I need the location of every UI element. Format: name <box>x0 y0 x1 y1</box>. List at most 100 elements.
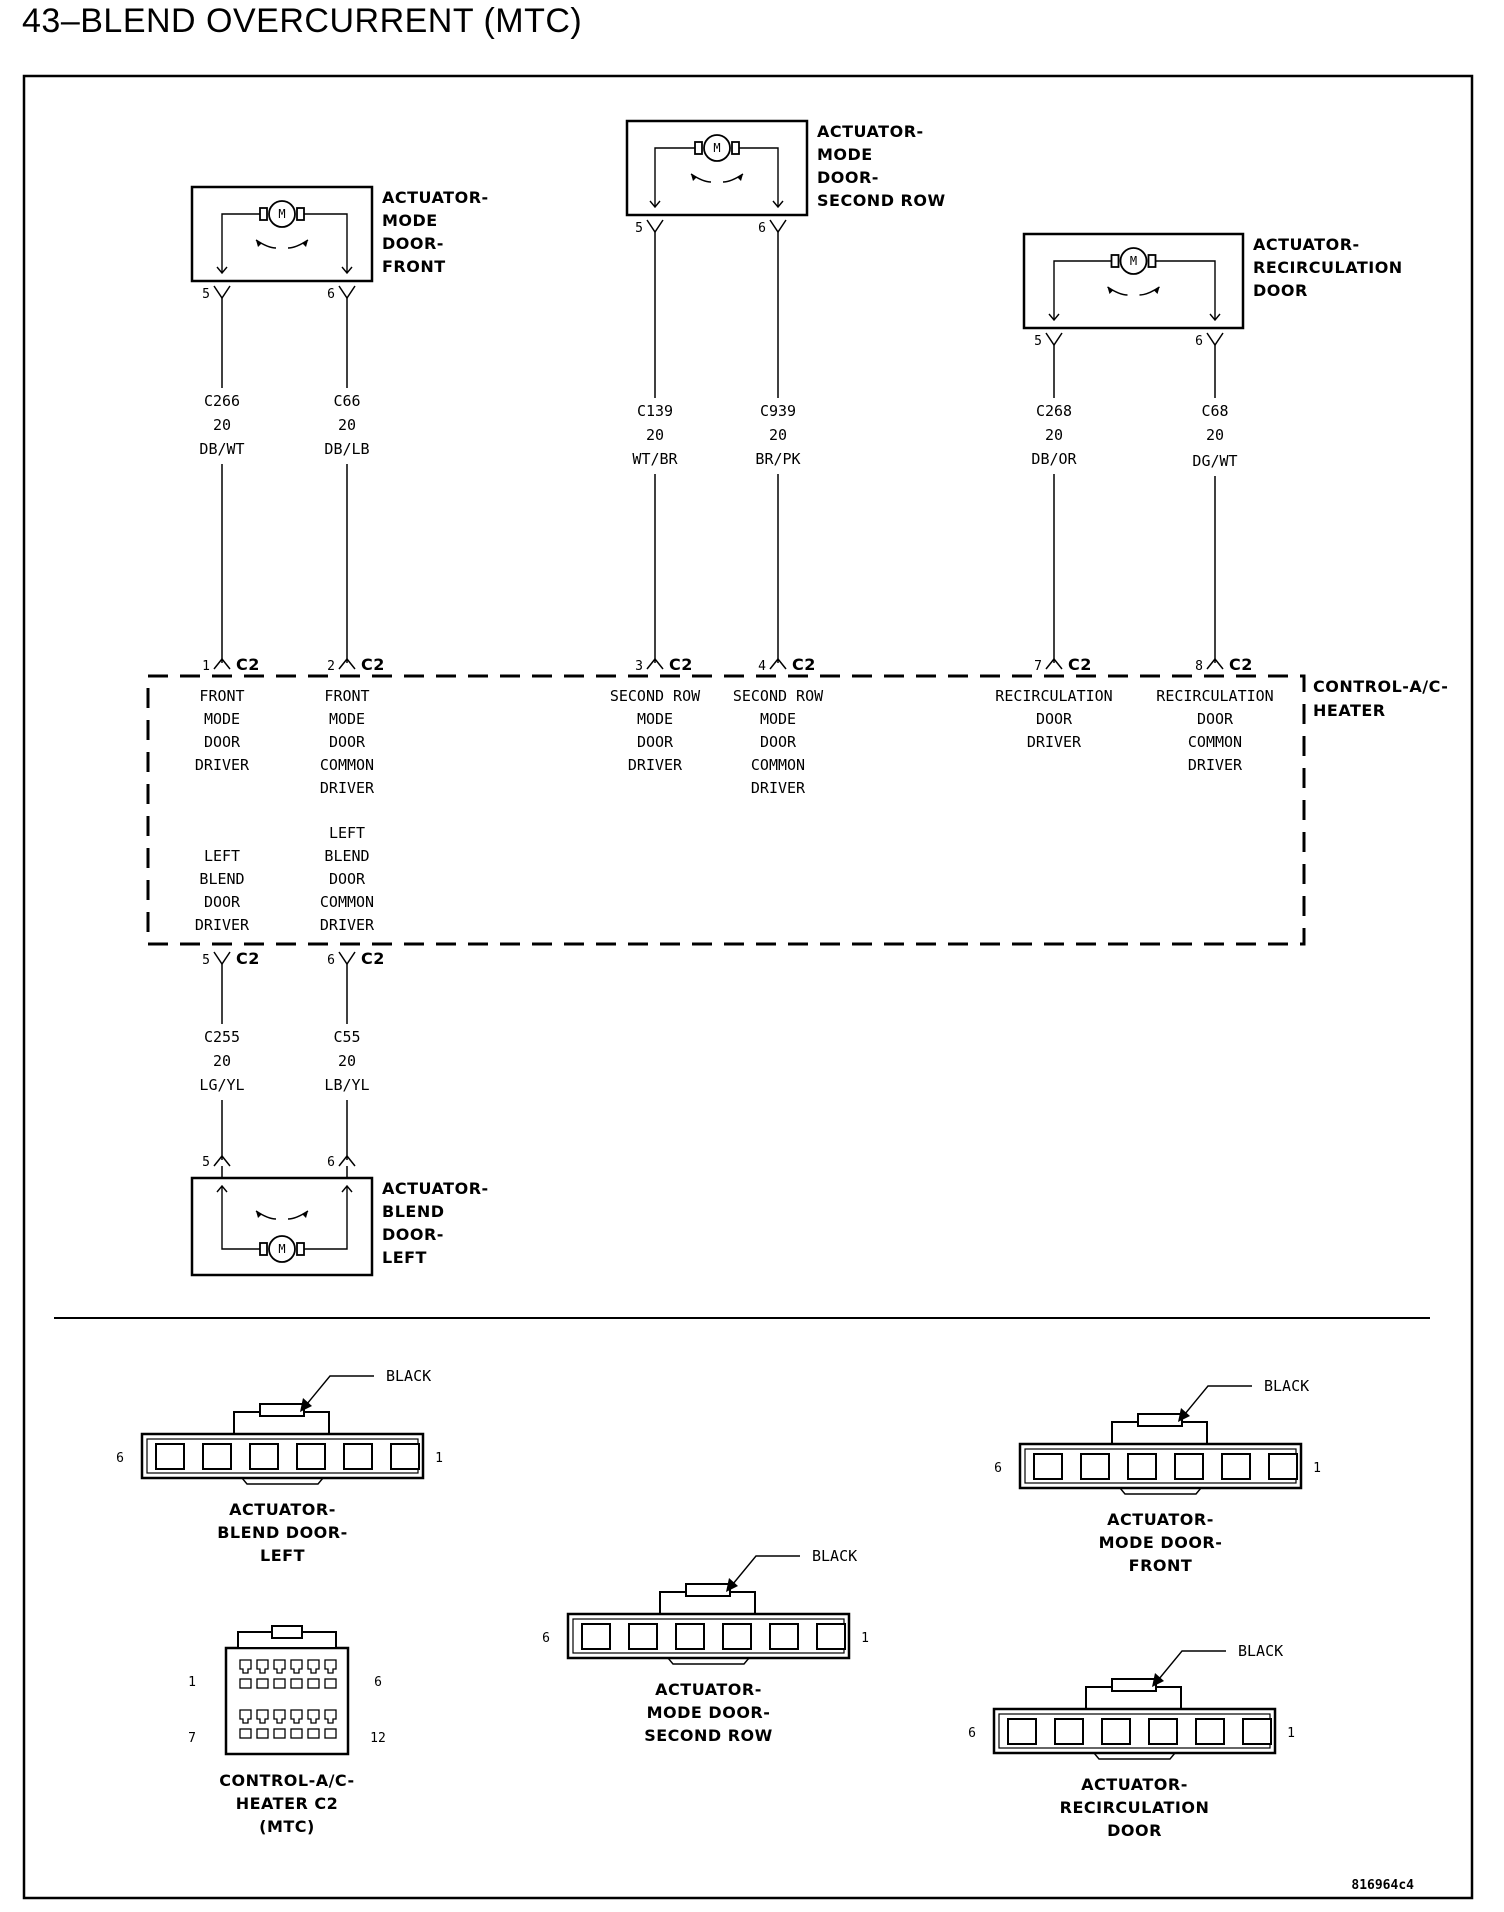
function-line: DOOR <box>637 733 674 751</box>
function-line: DOOR <box>329 870 366 888</box>
actuator-label: ACTUATOR- <box>382 1179 489 1198</box>
function-line: FRONT <box>199 687 244 705</box>
arrowhead-icon <box>737 174 743 181</box>
callout-arrow-icon <box>300 1398 312 1412</box>
motor-icon <box>1119 247 1148 275</box>
cavity <box>1080 1453 1110 1480</box>
lead-arrow-icon <box>649 200 661 209</box>
connector-caret-icon <box>1206 657 1224 670</box>
pin-number: 3 <box>635 659 643 674</box>
motor-brush <box>296 1242 305 1256</box>
connector-caption: ACTUATOR- <box>1081 1775 1188 1794</box>
cavity <box>273 1728 286 1739</box>
terminal-latch <box>273 1709 286 1724</box>
function-line: DOOR <box>1036 710 1073 728</box>
pin-number: 4 <box>758 659 766 674</box>
cavity <box>202 1443 232 1470</box>
lead-arrow-icon <box>216 266 228 275</box>
connector-caption: ACTUATOR- <box>1107 1510 1214 1529</box>
pin-number: 8 <box>1195 659 1203 674</box>
actuator-label: MODE <box>817 145 873 164</box>
terminal-latch <box>256 1709 269 1724</box>
actuator-label: ACTUATOR- <box>1253 235 1360 254</box>
wire-color: DB/WT <box>199 440 244 458</box>
cavity <box>324 1678 337 1689</box>
cavity <box>628 1623 658 1650</box>
connector-c2-label: C2 <box>1068 655 1092 674</box>
motor-icon <box>268 1235 296 1263</box>
function-line: MODE <box>329 710 365 728</box>
actuator-label: ACTUATOR- <box>382 188 489 207</box>
pin-number: 5 <box>1034 334 1042 349</box>
actuator-label: LEFT <box>382 1248 427 1267</box>
pin-number: 6 <box>1195 334 1203 349</box>
actuator-label: BLEND <box>382 1202 445 1221</box>
arrowhead-icon <box>691 174 697 181</box>
pin-number: 1 <box>435 1451 443 1466</box>
pin-number: 1 <box>1287 1726 1295 1741</box>
pin-number: 6 <box>994 1461 1002 1476</box>
circuit-number: C268 <box>1036 402 1072 420</box>
cavity <box>722 1623 752 1650</box>
connector-fork-icon <box>1045 332 1063 347</box>
connector-caret-icon <box>338 657 356 670</box>
motor-lead <box>221 1186 260 1250</box>
function-line: DRIVER <box>195 756 250 774</box>
cavity <box>1195 1718 1225 1745</box>
lead-arrow-icon <box>772 200 784 209</box>
connector-caption: HEATER C2 <box>236 1794 339 1813</box>
cavity <box>390 1443 420 1470</box>
cavity <box>1268 1453 1298 1480</box>
motor-lead <box>739 147 779 207</box>
actuator-label: MODE <box>382 211 438 230</box>
function-line: BLEND <box>324 847 369 865</box>
motor-brush <box>259 207 268 221</box>
connector-caption: ACTUATOR- <box>229 1500 336 1519</box>
terminal-latch <box>324 1709 337 1724</box>
connector-c2-label: C2 <box>361 949 385 968</box>
wire-color: DB/OR <box>1031 450 1077 468</box>
connector-caption: MODE DOOR- <box>1099 1533 1223 1552</box>
actuator-label: DOOR <box>1253 281 1308 300</box>
lead-arrow-icon <box>1048 313 1060 322</box>
function-line: DOOR <box>204 733 241 751</box>
circuit-number: C55 <box>333 1028 360 1046</box>
black-lock-tab <box>685 1583 731 1597</box>
motor-lead <box>654 147 695 207</box>
function-line: COMMON <box>751 756 805 774</box>
cavity <box>239 1678 252 1689</box>
figure-id: 816964c4 <box>1351 1878 1414 1893</box>
motor-brush <box>694 141 703 155</box>
cavity <box>1221 1453 1251 1480</box>
connector-caption: DOOR <box>1107 1821 1162 1840</box>
black-lock-tab <box>1111 1678 1157 1692</box>
arrowhead-icon <box>302 240 308 247</box>
pin-number: 6 <box>968 1726 976 1741</box>
connector-c2-label: C2 <box>361 655 385 674</box>
pin-number: 7 <box>188 1731 196 1746</box>
function-line: LEFT <box>204 847 240 865</box>
lead-arrow-icon <box>1209 313 1221 322</box>
wire-color: WT/BR <box>632 450 678 468</box>
cavity <box>273 1678 286 1689</box>
connector-body <box>1018 1442 1303 1490</box>
wire-gauge: 20 <box>213 1052 231 1070</box>
pin-number: 12 <box>370 1731 386 1746</box>
connector-c2-label: C2 <box>792 655 816 674</box>
function-line: DOOR <box>760 733 797 751</box>
connector-caption: BLEND DOOR- <box>217 1523 348 1542</box>
circuit-number: C266 <box>204 392 240 410</box>
cavity <box>816 1623 846 1650</box>
connector-body <box>992 1707 1277 1755</box>
connector-caption: LEFT <box>260 1546 305 1565</box>
